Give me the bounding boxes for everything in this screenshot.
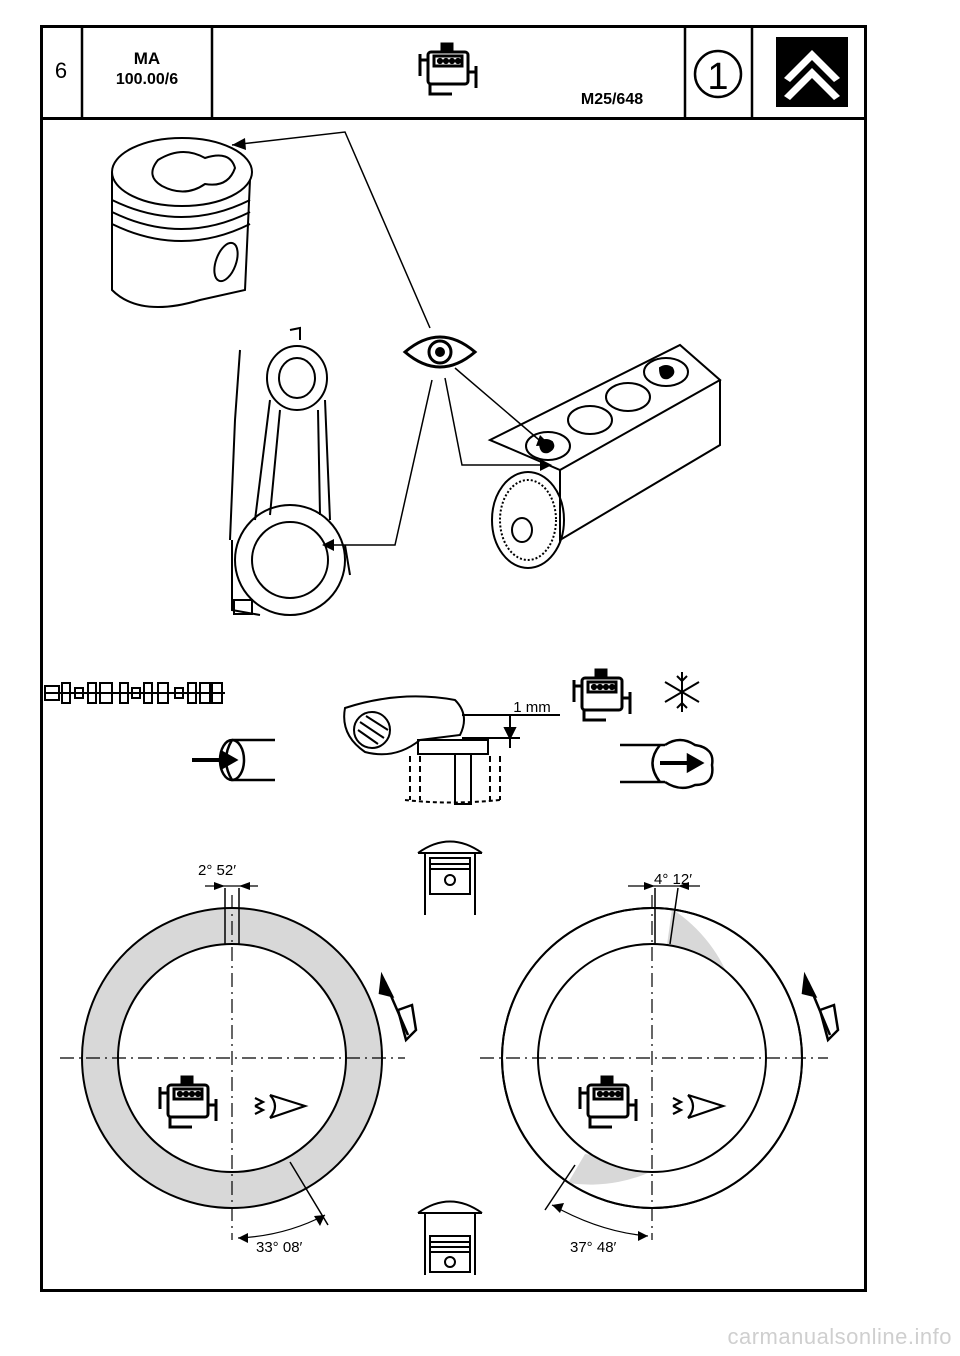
citroen-logo-icon xyxy=(776,37,848,107)
engine-icon xyxy=(572,668,632,722)
piston-tdc-icon xyxy=(417,840,483,915)
code-label: M25/648 xyxy=(581,91,643,108)
rotation-arrow-icon xyxy=(801,971,840,1043)
pointer-line xyxy=(454,367,546,446)
exhaust-arrow-icon xyxy=(620,738,714,790)
engine-icon xyxy=(578,1075,638,1129)
watermark: carmanualsonline.info xyxy=(727,1324,952,1349)
timing-diagram-left xyxy=(60,882,405,1243)
model-label: MA xyxy=(134,49,160,68)
timing-diagram-right xyxy=(480,882,828,1241)
rotation-arrow-icon xyxy=(378,971,418,1043)
eye-icon xyxy=(402,335,478,369)
page-number: 6 xyxy=(55,58,67,83)
angle-left-top: 2° 52′ xyxy=(198,862,236,879)
clearance-label: 1 mm xyxy=(513,699,551,716)
piston-icon xyxy=(111,137,253,309)
circle-number: 1 xyxy=(707,56,728,98)
page-frame xyxy=(40,25,867,1292)
inlet-arrow-icon xyxy=(192,738,275,782)
pointer-line xyxy=(444,377,548,466)
view-eye-icon xyxy=(254,1093,309,1120)
view-eye-icon xyxy=(672,1093,727,1120)
pointer-arrow xyxy=(322,539,334,551)
pointer-line xyxy=(326,379,433,546)
angle-right-bottom: 37° 48′ xyxy=(570,1239,617,1256)
piston-bdc-icon xyxy=(417,1200,483,1275)
angle-left-bottom: 33° 08′ xyxy=(256,1239,303,1256)
pointer-arrow xyxy=(540,459,552,471)
rocker-arm-icon xyxy=(343,695,560,805)
camshaft-icon xyxy=(44,682,225,704)
connecting-rod-icon xyxy=(229,326,351,616)
engine-icon xyxy=(158,1075,218,1129)
ref-label: 100.00/6 xyxy=(116,71,178,88)
snowflake-icon xyxy=(664,672,700,712)
pointer-line xyxy=(231,131,431,329)
pointer-arrow xyxy=(536,435,550,446)
cylinder-block-icon xyxy=(487,343,722,569)
circle-number-ring xyxy=(693,49,743,99)
header-dividers xyxy=(80,26,754,119)
angle-right-top: 4° 12′ xyxy=(654,871,692,888)
pointer-arrow xyxy=(232,138,246,150)
engine-icon xyxy=(418,42,478,96)
